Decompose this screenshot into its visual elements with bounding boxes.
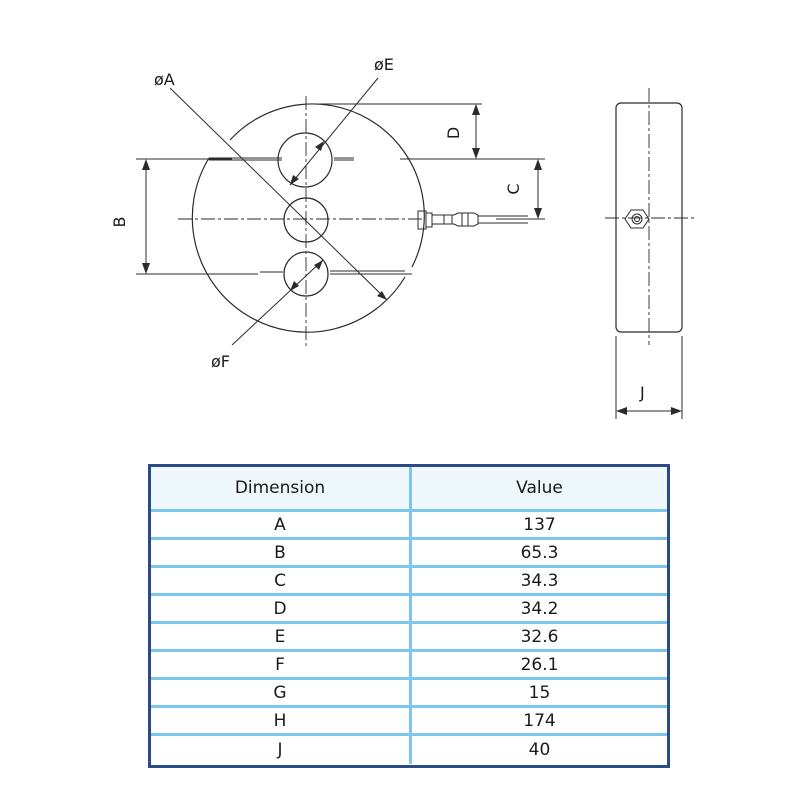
label-diameter-e: øE — [374, 55, 394, 74]
value-cell: 65.3 — [520, 542, 559, 563]
label-dimension-d: D — [444, 127, 463, 139]
value-cell: 32.6 — [520, 626, 559, 647]
value-cell: 34.3 — [520, 570, 559, 591]
table-row: G 15 — [151, 680, 667, 708]
hex-fitting — [624, 209, 650, 229]
dimension-table: Dimension Value A 137 B 65.3 C 34.3 D 34… — [148, 464, 670, 768]
label-dimension-c: C — [504, 183, 523, 194]
linear-dimensions — [136, 103, 545, 275]
hole-upper — [277, 132, 333, 188]
value-cell: 40 — [528, 740, 551, 760]
side-view — [605, 88, 694, 419]
value-cell: 34.2 — [520, 598, 559, 619]
label-diameter-f: øF — [211, 352, 230, 371]
value-cell: 15 — [528, 682, 551, 703]
value-cell: 26.1 — [520, 654, 559, 675]
cable-connector — [417, 210, 528, 230]
table-row: H 174 — [151, 708, 667, 736]
diameter-leaders — [169, 77, 388, 346]
front-view — [178, 96, 528, 346]
table-row: F 26.1 — [151, 652, 667, 680]
table-row: D 34.2 — [151, 596, 667, 624]
table-row: C 34.3 — [151, 568, 667, 596]
body-outline — [191, 103, 425, 333]
dimension-cell: J — [151, 736, 412, 764]
table-header-row: Dimension Value — [151, 467, 667, 512]
dimension-cell: C — [151, 568, 412, 593]
dimension-cell: F — [151, 652, 412, 677]
upper-slot — [209, 157, 282, 161]
value-cell: 174 — [523, 710, 556, 731]
dimension-cell: E — [151, 624, 412, 649]
dimension-cell: G — [151, 680, 412, 705]
table-row: E 32.6 — [151, 624, 667, 652]
label-diameter-a: øA — [154, 70, 175, 89]
table-row: A 137 — [151, 512, 667, 540]
dimension-cell: B — [151, 540, 412, 565]
dimension-cell: D — [151, 596, 412, 621]
lower-slot — [330, 270, 412, 275]
technical-drawing: øA øE øF B D C J — [110, 55, 694, 419]
value-cell: 137 — [523, 514, 556, 535]
dimension-cell: H — [151, 708, 412, 733]
label-dimension-j: J — [639, 383, 645, 402]
header-value: Value — [516, 478, 563, 498]
label-dimension-b: B — [110, 217, 129, 228]
dimension-cell: A — [151, 512, 412, 537]
header-dimension: Dimension — [151, 467, 412, 509]
table-row: B 65.3 — [151, 540, 667, 568]
table-row: J 40 — [151, 736, 667, 764]
